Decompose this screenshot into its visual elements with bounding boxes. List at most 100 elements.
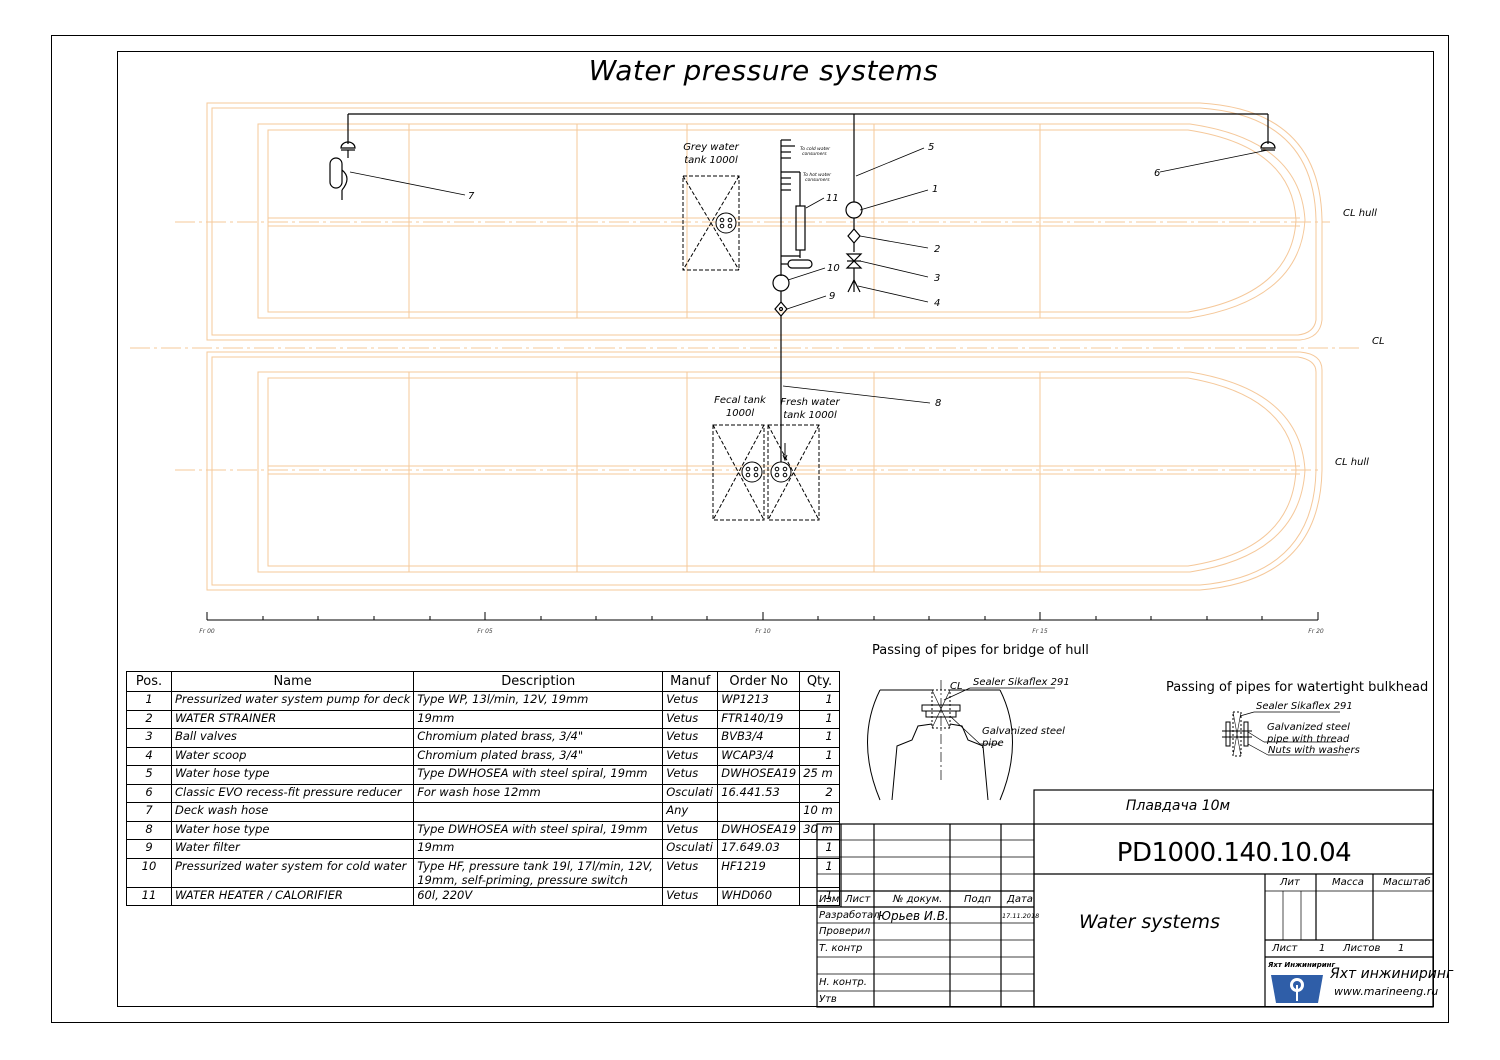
- bulkhead-pipe-label-2: pipe with thread: [1266, 734, 1350, 745]
- frame-label-10: Fr 10: [755, 628, 771, 635]
- sheet-title: Water systems: [1079, 911, 1220, 933]
- project-name: Плавдача 10м: [1125, 798, 1231, 814]
- callout-8: 8: [935, 398, 941, 409]
- sheets-label: Листов: [1343, 943, 1381, 954]
- bulkhead-detail: [1222, 711, 1348, 757]
- callout-6: 6: [1154, 168, 1160, 179]
- bridge-cl-label: CL: [950, 681, 963, 692]
- bridge-section-detail: [867, 680, 1055, 801]
- fresh-water-tank: [767, 424, 820, 521]
- bom-order: DWHOSEA19: [717, 820, 801, 840]
- scale-label: Масштаб: [1383, 877, 1431, 888]
- table-row: 8 Water hose type Type DWHOSEA with stee…: [126, 820, 840, 840]
- bom-desc: Type HF, pressure tank 19l, 17l/min, 12V…: [413, 857, 664, 888]
- bom-qty: 1: [799, 857, 840, 888]
- fecal-tank-label-2: 1000l: [726, 408, 754, 419]
- bom-header-manuf: Manuf: [662, 671, 719, 692]
- table-row: 5 Water hose type Type DWHOSEA with stee…: [126, 765, 840, 785]
- table-row: 11 WATER HEATER / CALORIFIER 60l, 220V V…: [126, 886, 840, 906]
- lit-label: Лит: [1280, 877, 1300, 888]
- sheet-number: 1: [1319, 943, 1326, 954]
- piping: [329, 113, 1276, 468]
- bom-name: Ball valves: [170, 728, 415, 748]
- inner-frame: [117, 51, 1434, 1007]
- fecal-tank-label-1: Fecal tank: [714, 395, 767, 406]
- bom-desc: 60l, 220V: [413, 886, 664, 906]
- frame-label-00: Fr 00: [199, 628, 215, 635]
- bom-header-order: Order No: [717, 671, 801, 692]
- bridge-pipe-label-2: pipe: [981, 738, 1004, 749]
- role-norm-control: Н. контр.: [819, 977, 867, 988]
- fresh-tank-label-1: Fresh water: [780, 397, 840, 408]
- bulkhead-pipe-label-1: Galvanized steel: [1267, 722, 1350, 733]
- bom-name: Pressurized water system pump for deck: [170, 691, 415, 711]
- bom-desc: Chromium plated brass, 3/4": [413, 746, 664, 766]
- bom-desc: For wash hose 12mm: [413, 783, 664, 803]
- cold-consumers-label-2: consumers: [802, 151, 827, 157]
- table-row: 10 Pressurized water system for cold wat…: [126, 857, 840, 888]
- col-header-doc: № докум.: [893, 894, 943, 905]
- grey-tank-label-2: tank 1000l: [684, 155, 738, 166]
- table-row: 2 WATER STRAINER 19mm Vetus FTR140/19 1: [126, 709, 840, 729]
- drawing-title: Water pressure systems: [588, 54, 939, 87]
- bom-desc: Type DWHOSEA with steel spiral, 19mm: [413, 765, 664, 785]
- bom-desc: 19mm: [413, 839, 664, 859]
- callout-10: 10: [827, 263, 840, 274]
- table-row: 4 Water scoop Chromium plated brass, 3/4…: [126, 746, 840, 766]
- callout-11: 11: [826, 193, 839, 204]
- callout-2: 2: [934, 244, 940, 255]
- role-approved: Утв: [819, 994, 837, 1005]
- bulkhead-section-title: Passing of pipes for watertight bulkhead: [1166, 680, 1429, 695]
- bom-manuf: Osculati: [662, 783, 719, 803]
- company-name: Яхт инжиниринг: [1330, 966, 1454, 982]
- role-developer: Разработал: [819, 910, 880, 921]
- bom-order: WHD060: [717, 886, 801, 906]
- callout-9: 9: [829, 291, 835, 302]
- callout-3: 3: [934, 273, 940, 284]
- cl-hull-bottom-label: CL hull: [1335, 457, 1369, 468]
- bill-of-materials: Pos. Name Description Manuf Order No Qty…: [126, 671, 840, 906]
- bom-manuf: Vetus: [662, 857, 719, 888]
- bom-body: 1 Pressurized water system pump for deck…: [126, 691, 840, 906]
- bom-desc: Type WP, 13l/min, 12V, 19mm: [413, 691, 664, 711]
- frame-label-20: Fr 20: [1308, 628, 1324, 635]
- bom-order: WP1213: [717, 691, 801, 711]
- sheets-number: 1: [1398, 943, 1405, 954]
- outer-frame: [51, 35, 1449, 1023]
- bulkhead-nuts-label: Nuts with washers: [1268, 745, 1360, 756]
- bom-manuf: Vetus: [662, 728, 719, 748]
- role-tech-control: Т. контр: [819, 943, 863, 954]
- frame-scale: [206, 612, 1319, 621]
- callout-leaders: [349, 147, 1269, 404]
- developer-date: 17.11.2018: [1002, 912, 1040, 920]
- grey-water-tank: [682, 175, 740, 271]
- cl-hull-top-label: CL hull: [1343, 208, 1377, 219]
- bridge-section-title: Passing of pipes for bridge of hull: [872, 643, 1089, 658]
- bom-name: Pressurized water system for cold water: [170, 857, 415, 888]
- table-row: 6 Classic EVO recess-fit pressure reduce…: [126, 783, 840, 803]
- company-website: www.marineeng.ru: [1334, 985, 1439, 998]
- bom-header-qty: Qty.: [799, 671, 840, 692]
- company-logo-icon: [1271, 975, 1323, 1003]
- bom-desc: Type DWHOSEA with steel spiral, 19mm: [413, 820, 664, 840]
- bom-header-row: Pos. Name Description Manuf Order No Qty…: [126, 671, 840, 692]
- sheet-label: Лист: [1272, 943, 1298, 954]
- grey-tank-label-1: Grey water: [683, 142, 739, 153]
- callout-5: 5: [928, 142, 934, 153]
- frame-label-15: Fr 15: [1032, 628, 1048, 635]
- mass-label: Масса: [1332, 877, 1364, 888]
- bom-order: HF1219: [717, 857, 801, 888]
- bom-header-name: Name: [170, 671, 415, 692]
- col-header-list: Лист: [845, 894, 871, 905]
- fecal-tank: [712, 424, 765, 521]
- cold-consumers-label-1: To cold water: [800, 146, 831, 152]
- bom-order: 16.441.53: [717, 783, 801, 803]
- top-hull-outline: [206, 102, 1323, 341]
- bom-pos: 10: [126, 857, 172, 888]
- frame-label-05: Fr 05: [477, 628, 493, 635]
- bridge-pipe-label-1: Galvanized steel: [982, 726, 1065, 737]
- bulkhead-sealer-label: Sealer Sikaflex 291: [1256, 701, 1353, 712]
- bom-name: WATER HEATER / CALORIFIER: [170, 886, 415, 906]
